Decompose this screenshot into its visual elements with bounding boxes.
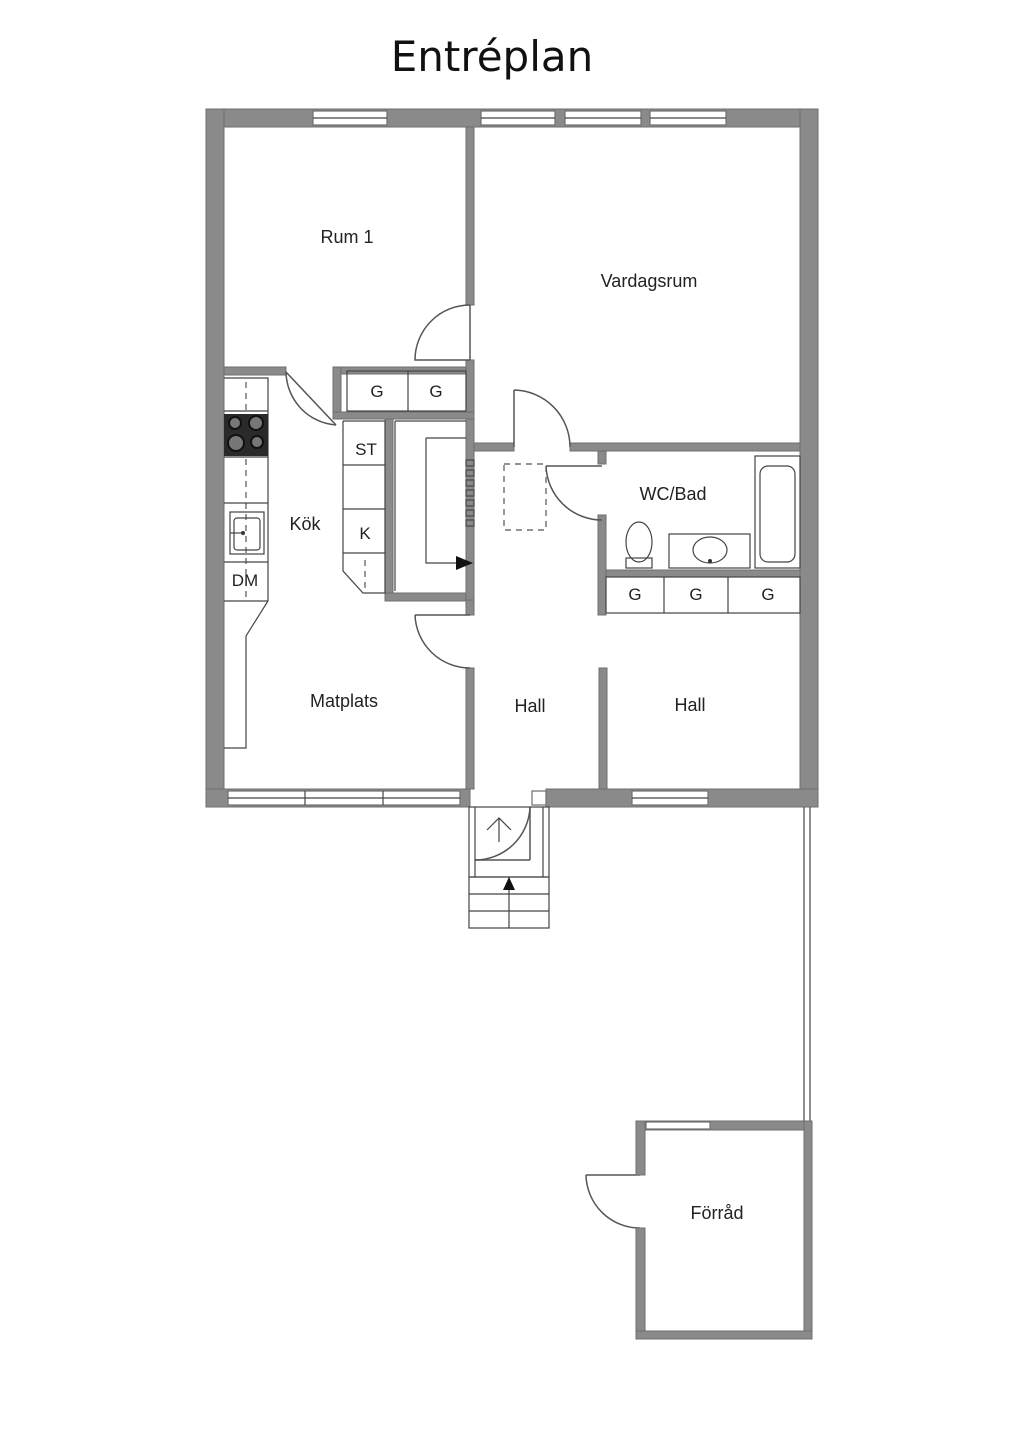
wardrobe-label: G — [429, 382, 442, 401]
toilet-icon — [625, 521, 653, 569]
room-label-kok: Kök — [289, 514, 321, 534]
doors — [285, 304, 641, 1229]
wardrobe-label: G — [370, 382, 383, 401]
bathtub-icon — [754, 455, 801, 569]
outer-walls — [205, 108, 819, 808]
interior-walls — [223, 126, 801, 790]
wardrobe-top — [346, 370, 467, 412]
plan-title: Entréplan — [391, 32, 594, 81]
fridge-freezer-unit — [342, 420, 386, 594]
wardrobe-hall — [605, 576, 801, 614]
dishwasher-label: DM — [232, 571, 258, 590]
stove-icon — [224, 414, 268, 456]
fridge-label: K — [359, 524, 371, 543]
wardrobe-label: G — [761, 585, 774, 604]
room-label-wcbad: WC/Bad — [639, 484, 706, 504]
wardrobe-label: G — [689, 585, 702, 604]
room-label-hall: Hall — [514, 696, 545, 716]
entrance-steps — [468, 806, 550, 929]
inner-stair — [394, 420, 475, 591]
wardrobe-label: G — [628, 585, 641, 604]
room-label-vardagsrum: Vardagsrum — [601, 271, 698, 291]
room-label-matplats: Matplats — [310, 691, 378, 711]
sink-icon — [229, 511, 265, 555]
room-label-rum1: Rum 1 — [320, 227, 373, 247]
washbasin-icon — [668, 533, 751, 569]
freezer-label: ST — [355, 440, 377, 459]
room-label-hall: Hall — [674, 695, 705, 715]
attic-hatch — [503, 463, 547, 531]
room-label-forrad: Förråd — [690, 1203, 743, 1223]
storage-building — [635, 1120, 813, 1340]
plot-boundary — [803, 807, 811, 1121]
windows — [227, 110, 727, 806]
